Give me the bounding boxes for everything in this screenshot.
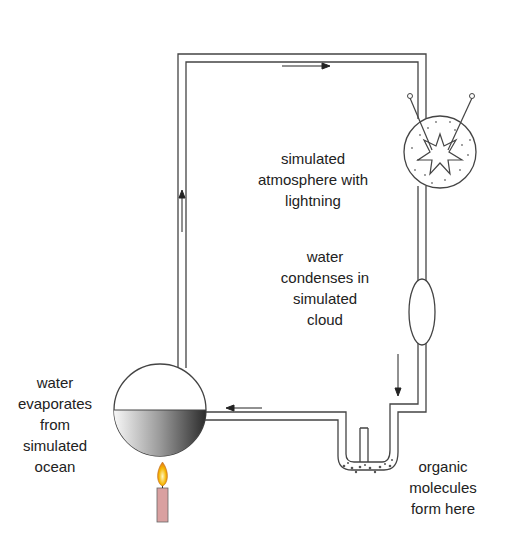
- annotation-label: organic molecules form here: [401, 456, 485, 519]
- annotation-label: simulated atmosphere with lightning: [255, 148, 371, 211]
- annotation-label: water evaporates from simulated ocean: [10, 372, 100, 477]
- annotation-label: water condenses in simulated cloud: [277, 246, 373, 330]
